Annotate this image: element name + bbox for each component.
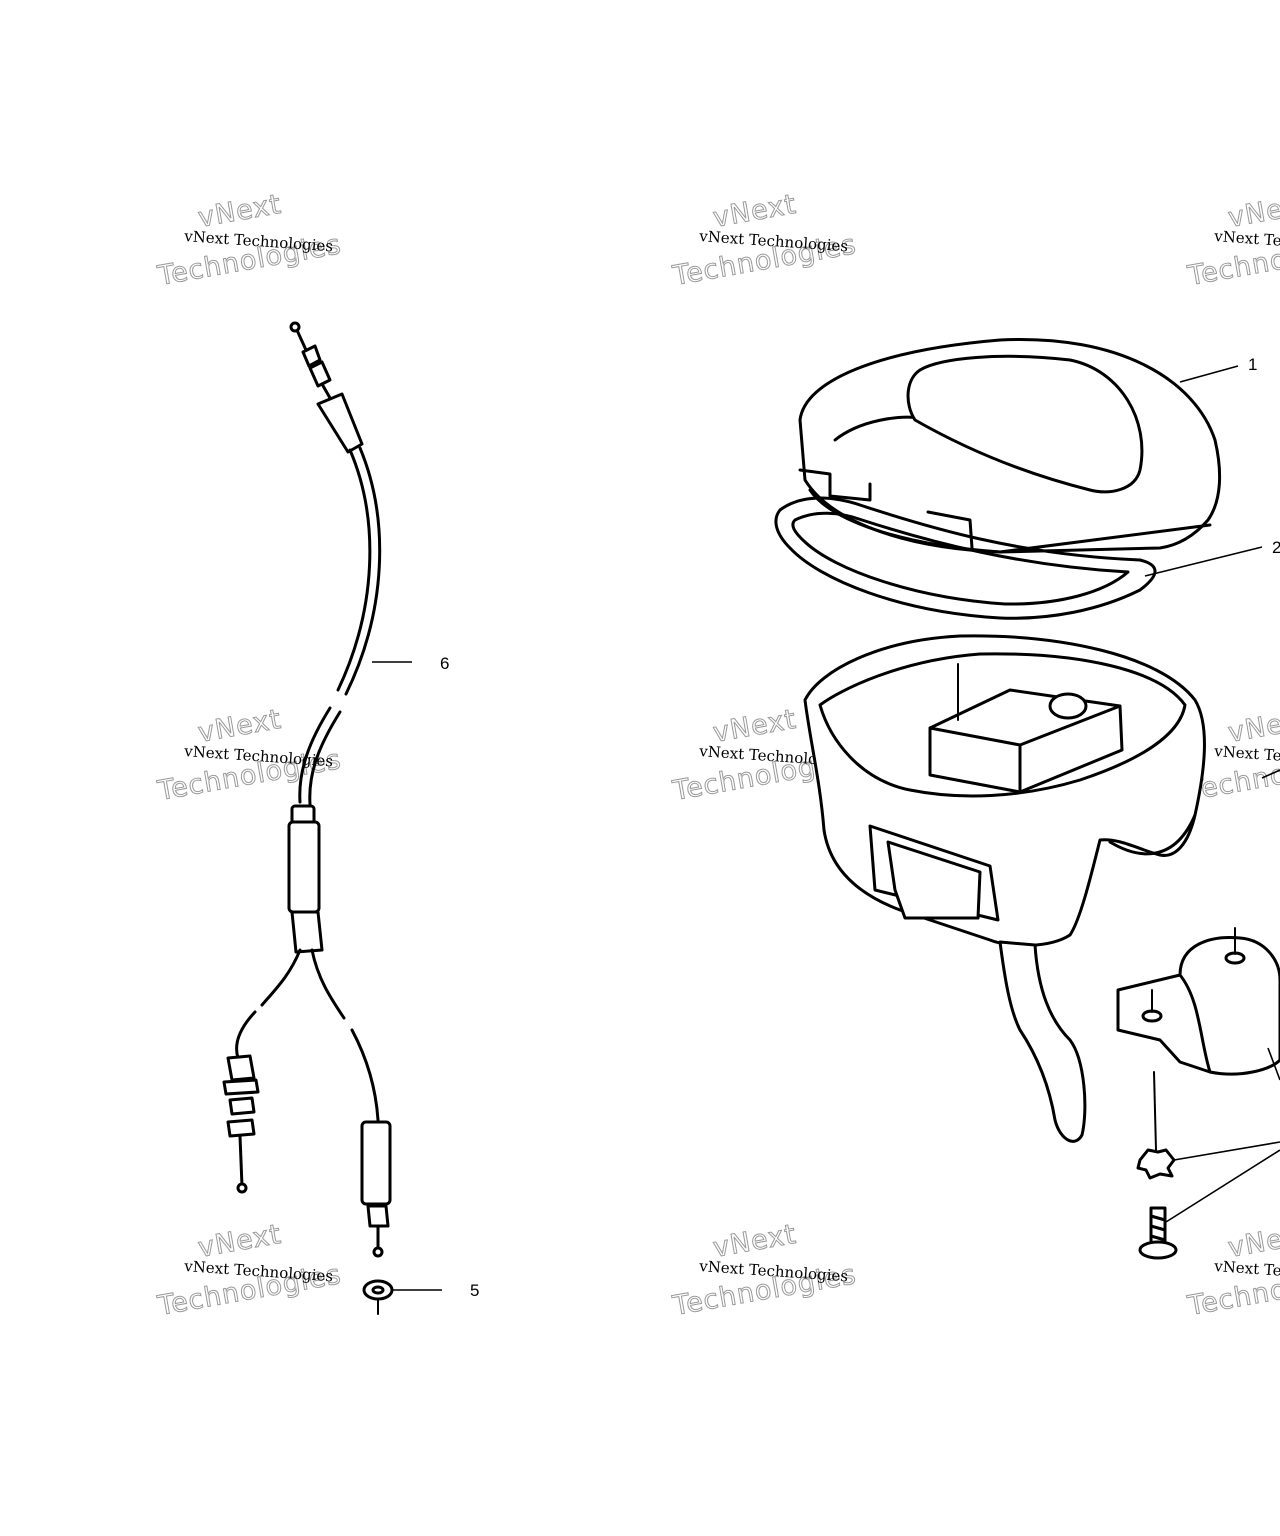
callouts: 1 2 5 6 — [440, 355, 1280, 1300]
watermark: vNext Technologies vNext Technologies — [1184, 188, 1280, 292]
callout-2: 2 — [1272, 538, 1280, 557]
gasket-inner — [791, 511, 1130, 606]
cable-right-lower — [350, 1028, 380, 1122]
cable-upper-sheath-edge — [344, 446, 382, 696]
cable-junction-body — [287, 820, 321, 914]
watermark-outline-line1: vNext — [196, 1219, 284, 1264]
cable-left-lower — [235, 1010, 257, 1060]
leader-1 — [1179, 365, 1239, 383]
cable-left-nipple — [236, 1182, 248, 1194]
gasket — [774, 496, 1157, 620]
watermark-outline-line1: vNext — [196, 189, 284, 234]
cable-mid-sheath — [298, 706, 332, 804]
clamp-body — [1116, 935, 1280, 1076]
watermark: vNext Technologies vNext Technologies — [154, 703, 344, 807]
watermark-outline-line1: vNext — [1226, 189, 1280, 234]
watermark-outline-line1: vNext — [1226, 704, 1280, 749]
screw-threads — [1149, 1214, 1167, 1242]
cable-left-nut-1 — [222, 1078, 260, 1096]
cover-side-tabs — [798, 468, 1212, 554]
leader-lines — [372, 365, 1280, 1291]
cable-left-ferrule — [226, 1054, 256, 1082]
cable-upper-sheath — [336, 448, 372, 692]
watermark-outline-line1: vNext — [1226, 1219, 1280, 1264]
throttle-cable — [222, 321, 392, 1258]
leader-clamp — [1267, 1047, 1280, 1081]
cable-top-boot — [316, 392, 364, 454]
leader-2 — [1144, 546, 1263, 577]
callout-6: 6 — [440, 654, 449, 673]
screw-head — [1138, 1240, 1178, 1260]
cable-top-adjuster-nut — [308, 360, 332, 388]
cover-dome — [906, 354, 1144, 494]
housing-rim — [818, 652, 1187, 798]
housing-clamp-arch — [1108, 813, 1197, 856]
washer — [362, 1279, 394, 1315]
watermark: vNext Technologies vNext Technologies — [669, 188, 859, 292]
cable-left-nut-2 — [228, 1096, 256, 1116]
housing-switch-edges — [928, 704, 1122, 794]
watermark: vNext Technologies vNext Technologies — [1184, 1218, 1280, 1322]
cable-mid-sheath-edge — [308, 710, 342, 806]
cable-right-ferrule — [360, 1120, 392, 1206]
watermark-outline-line1: vNext — [711, 704, 799, 749]
leader-lock-washer — [1173, 1141, 1280, 1161]
washer-hole — [371, 1285, 385, 1295]
lock-washer — [1136, 1148, 1176, 1180]
watermark: vNext Technologies vNext Technologies — [669, 1218, 859, 1322]
callout-5: 5 — [470, 1281, 479, 1300]
cable-top-link — [320, 382, 332, 400]
screw-assembly — [1136, 1071, 1178, 1260]
cable-junction-splitter — [290, 910, 324, 954]
throttle-cover — [798, 337, 1222, 554]
watermark-outline-line1: vNext — [711, 189, 799, 234]
cable-branch-left — [260, 948, 302, 1007]
washer-outer — [362, 1279, 394, 1301]
gasket-outer — [774, 496, 1157, 620]
clamp-inner-arc — [1178, 973, 1212, 1074]
watermark: vNext Technologies vNext Technologies — [154, 1218, 344, 1322]
handlebar-clamp — [1116, 927, 1280, 1076]
cable-right-nut — [366, 1204, 390, 1228]
cable-left-wire — [238, 1134, 244, 1188]
callout-1: 1 — [1248, 355, 1257, 374]
leader-screw — [1165, 1149, 1280, 1223]
screw-axis — [1153, 1071, 1157, 1151]
housing-kill-switch — [886, 840, 982, 920]
housing-switch-button — [1048, 692, 1088, 720]
cable-branch-right — [310, 948, 346, 1020]
housing-thumb-lever — [998, 940, 1087, 1143]
cable-top-nipple — [289, 321, 301, 333]
watermark-outline-line1: vNext — [711, 1219, 799, 1264]
watermark: vNext Technologies vNext Technologies — [154, 188, 344, 292]
watermark-outline-line1: vNext — [196, 704, 284, 749]
cable-right-nipple — [372, 1246, 384, 1258]
leader-housing — [1261, 769, 1280, 779]
throttle-housing — [803, 634, 1206, 1143]
cable-left-nut-3 — [226, 1118, 256, 1138]
cable-top-adjuster — [301, 344, 322, 368]
